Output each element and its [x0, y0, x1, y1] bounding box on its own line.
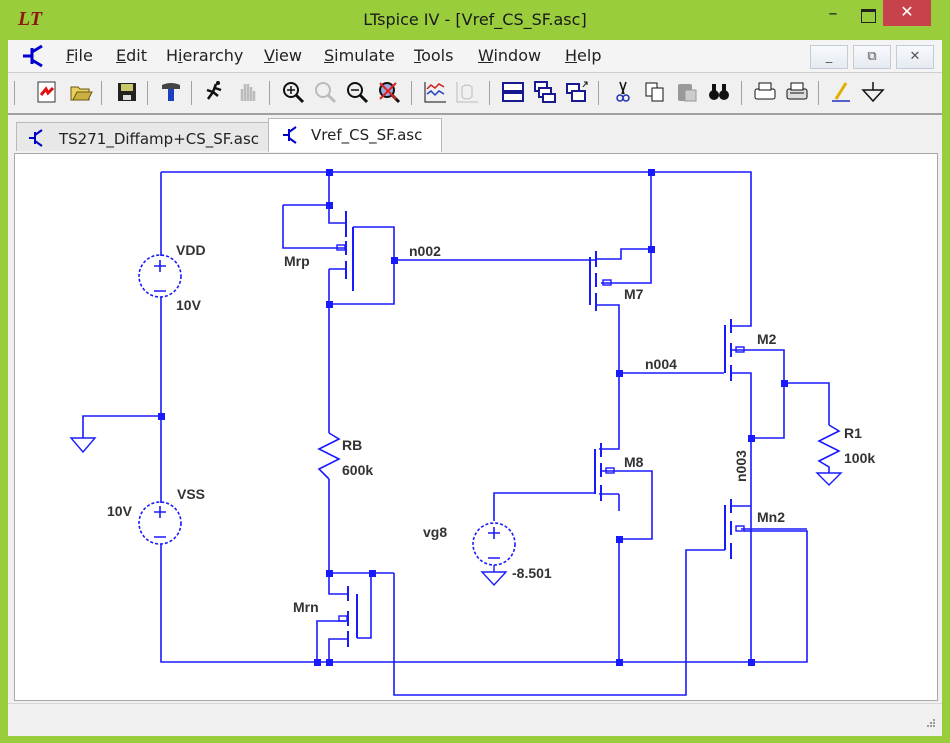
paste-icon[interactable]: [674, 79, 700, 105]
mn2-label: Mn2: [757, 509, 785, 525]
source-polarity-marks: [154, 260, 500, 559]
halt-hand-icon[interactable]: [234, 79, 260, 105]
control-panel-hammer-icon[interactable]: [158, 79, 184, 105]
toolbar-separator: [14, 81, 15, 105]
toolbar-separator: [269, 81, 270, 105]
bulk-arrows: [336, 244, 745, 622]
toolbar-separator: [598, 81, 599, 105]
schematic-drawing[interactable]: VDD 10V VSS 10V Mrp n002 RB 600k Mrn M7 …: [15, 154, 937, 700]
waveform-icon[interactable]: [422, 79, 448, 105]
m7-label: M7: [624, 286, 644, 302]
pan-icon[interactable]: [312, 79, 338, 105]
close-windows-icon[interactable]: [564, 79, 590, 105]
toolbar-separator: [411, 81, 412, 105]
toolbar-separator: [489, 81, 490, 105]
menu-view[interactable]: View: [264, 46, 302, 65]
save-icon[interactable]: [114, 79, 140, 105]
copy-icon[interactable]: [642, 79, 668, 105]
open-folder-icon[interactable]: [68, 79, 94, 105]
vss-value: 10V: [107, 503, 133, 519]
mrn-label: Mrn: [293, 599, 319, 615]
m8-label: M8: [624, 454, 644, 470]
menu-help[interactable]: Help: [565, 46, 602, 65]
resize-grip-icon[interactable]: [924, 718, 936, 730]
print-icon[interactable]: [784, 79, 810, 105]
mdi-minimize-button[interactable]: _: [810, 45, 848, 69]
mrp-label: Mrp: [284, 253, 310, 269]
rb-label: RB: [342, 437, 362, 453]
vg8-label: vg8: [423, 524, 447, 540]
junction-dots: [158, 169, 788, 666]
vdd-label: VDD: [176, 242, 206, 258]
zoom-in-icon[interactable]: [280, 79, 306, 105]
print-preview-icon[interactable]: [752, 79, 778, 105]
menu-bar: File Edit Hierarchy View Simulate Tools …: [8, 40, 942, 73]
tile-horizontal-icon[interactable]: [500, 79, 526, 105]
n003-net-label: n003: [733, 450, 749, 482]
toolbar-separator: [818, 81, 819, 105]
menu-window[interactable]: Window: [478, 46, 542, 65]
toolbar-separator: [741, 81, 742, 105]
ground-icon: [815, 472, 843, 486]
document-tabs: TS271_Diffamp+CS_SF.asc Vref_CS_SF.asc: [16, 118, 940, 152]
vg8-value: -8.501: [512, 565, 552, 581]
menu-simulate[interactable]: Simulate: [324, 46, 395, 65]
schematic-icon: [29, 129, 43, 147]
r1-label: R1: [844, 425, 862, 441]
ground-icon: [480, 565, 508, 587]
toolbar-separator: [147, 81, 148, 105]
menu-edit[interactable]: Edit: [116, 46, 147, 65]
n002-net-label: n002: [409, 243, 441, 259]
mdi-restore-button[interactable]: ⧉: [853, 45, 891, 69]
maximize-button[interactable]: [856, 4, 882, 28]
n004-net-label: n004: [645, 356, 677, 372]
zoom-fit-icon[interactable]: [376, 79, 402, 105]
title-bar: LT LTspice IV - [Vref_CS_SF.asc] – ✕: [0, 0, 950, 40]
maximize-icon: [861, 9, 876, 23]
zoom-out-icon[interactable]: [344, 79, 370, 105]
ground-icon: [69, 437, 97, 454]
menu-file[interactable]: File: [66, 46, 93, 65]
run-icon[interactable]: [202, 79, 228, 105]
schematic-icon: [283, 126, 297, 144]
rb-resistor[interactable]: [317, 432, 341, 480]
r1-value: 100k: [844, 450, 875, 466]
toolbar: [8, 73, 942, 115]
close-button[interactable]: ✕: [883, 0, 931, 26]
tab-vref-cs-sf[interactable]: Vref_CS_SF.asc: [268, 118, 442, 152]
vdd-value: 10V: [176, 297, 202, 313]
find-icon[interactable]: [706, 79, 732, 105]
menu-hierarchy[interactable]: Hierarchy: [166, 46, 244, 65]
tab-label: TS271_Diffamp+CS_SF.asc: [59, 130, 260, 148]
toolbar-separator: [101, 81, 102, 105]
tab-ts271-diffamp[interactable]: TS271_Diffamp+CS_SF.asc: [16, 122, 270, 151]
resistors: [317, 424, 841, 480]
minimize-button[interactable]: –: [828, 3, 838, 24]
window-title: LTspice IV - [Vref_CS_SF.asc]: [363, 10, 587, 29]
toolbar-separator: [191, 81, 192, 105]
rb-value: 600k: [342, 462, 373, 478]
tab-label: Vref_CS_SF.asc: [311, 126, 423, 144]
r1-resistor[interactable]: [817, 424, 841, 473]
ground-symbols: [69, 437, 843, 587]
status-bar: [8, 703, 942, 736]
mdi-close-button[interactable]: ✕: [896, 45, 934, 69]
m2-label: M2: [757, 331, 777, 347]
ltspice-logo-icon: LT: [18, 8, 43, 30]
menu-tools[interactable]: Tools: [414, 46, 454, 65]
cascade-icon[interactable]: [532, 79, 558, 105]
ground-icon[interactable]: [860, 79, 886, 105]
app-client: File Edit Hierarchy View Simulate Tools …: [8, 40, 942, 736]
transistor-logo-icon: [23, 44, 43, 68]
wires: [82, 171, 830, 696]
vdd-source[interactable]: [138, 254, 182, 298]
autorange-icon[interactable]: [454, 79, 480, 105]
transistor-bodies: [345, 211, 732, 647]
cut-icon[interactable]: [610, 79, 636, 105]
vss-label: VSS: [177, 486, 205, 502]
schematic-canvas[interactable]: VDD 10V VSS 10V Mrp n002 RB 600k Mrn M7 …: [14, 153, 938, 701]
new-schematic-icon[interactable]: [34, 79, 60, 105]
draw-wire-icon[interactable]: [828, 79, 854, 105]
vss-source[interactable]: [138, 501, 182, 545]
